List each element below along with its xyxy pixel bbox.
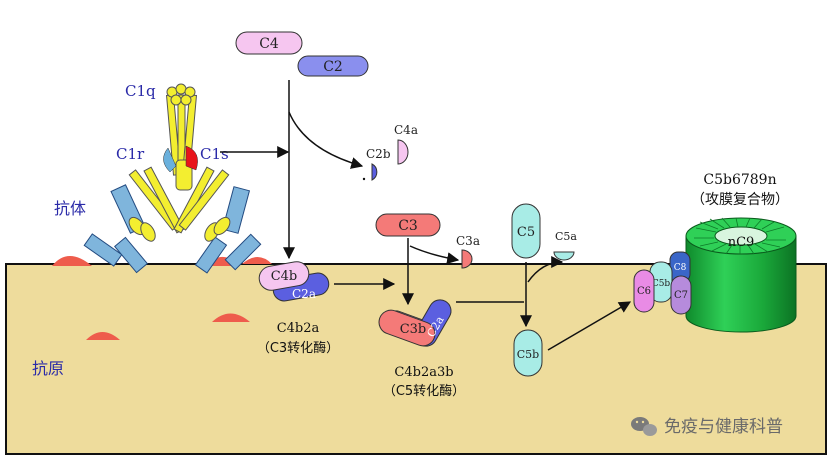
- c5a-label: C5a: [555, 230, 577, 243]
- c3a-label: C3a: [456, 234, 480, 248]
- wechat-icon: [631, 417, 657, 436]
- c3-convertase-label: （C3转化酶）: [257, 340, 339, 356]
- c4a-label: C4a: [394, 123, 418, 137]
- c1r-shape: [163, 147, 177, 173]
- c7-molecule: [670, 275, 692, 315]
- c1s-shape: [185, 145, 198, 171]
- c5-molecule: [511, 203, 541, 259]
- nc9-label: nC9: [728, 235, 755, 250]
- c3a-fragment: [461, 249, 473, 269]
- c1s-label: C1s: [200, 145, 229, 163]
- c3-label: C3: [398, 218, 418, 234]
- antibody-left: [83, 184, 148, 274]
- c3b-label: C3b: [400, 322, 427, 337]
- c6-molecule: [633, 269, 655, 313]
- c5-convertase-label: （C5转化酶）: [383, 383, 465, 399]
- c2a-label: C2a: [292, 287, 316, 301]
- antigen-label: 抗原: [32, 359, 64, 378]
- c8-label: C8: [674, 263, 687, 273]
- epitope-3: [242, 257, 272, 264]
- epitope-1: [52, 256, 92, 266]
- c4b2a3b-label: C4b2a3b: [394, 365, 453, 380]
- c7-label: C7: [674, 290, 688, 301]
- dot: [362, 177, 366, 181]
- c4b-molecule: [258, 261, 310, 291]
- c4b2a-label: C4b2a: [277, 321, 320, 336]
- mac-description-label: （攻膜复合物）: [691, 191, 789, 208]
- c2b-fragment: [371, 163, 378, 181]
- watermark-text: 免疫与健康科普: [664, 417, 783, 437]
- c2-label: C2: [323, 59, 343, 75]
- c1q-complex: [128, 83, 231, 242]
- c5-label: C5: [517, 225, 535, 240]
- c5b-molecule: [513, 329, 543, 377]
- epitope-5: [212, 313, 250, 322]
- c4-label: C4: [259, 36, 279, 52]
- c1r-label: C1r: [116, 145, 145, 163]
- c2b-curve-arrow: [288, 111, 364, 169]
- c4-molecule: [235, 31, 303, 55]
- c3-molecule: [375, 213, 441, 237]
- epitope-4: [86, 332, 120, 340]
- c5b-label: C5b: [517, 348, 539, 361]
- c1q-label: C1q: [125, 82, 156, 100]
- c6-label: C6: [637, 286, 651, 297]
- mac-name-label: C5b6789n: [703, 172, 776, 188]
- antibody-label: 抗体: [54, 199, 86, 218]
- c2-molecule: [297, 55, 369, 77]
- c4b-label: C4b: [271, 269, 298, 284]
- c5b-to-mac-arrow: [547, 301, 632, 351]
- c3b-molecule: [378, 309, 436, 347]
- c5a-fragment: [553, 251, 575, 261]
- mac-pore: [685, 217, 797, 333]
- c3a-curve-arrow: [409, 245, 460, 265]
- c2b-label: C2b: [366, 147, 391, 161]
- c4a-fragment: [397, 139, 409, 165]
- c5b-small-label: C5b: [652, 279, 671, 289]
- c5a-curve-arrow: [527, 256, 564, 283]
